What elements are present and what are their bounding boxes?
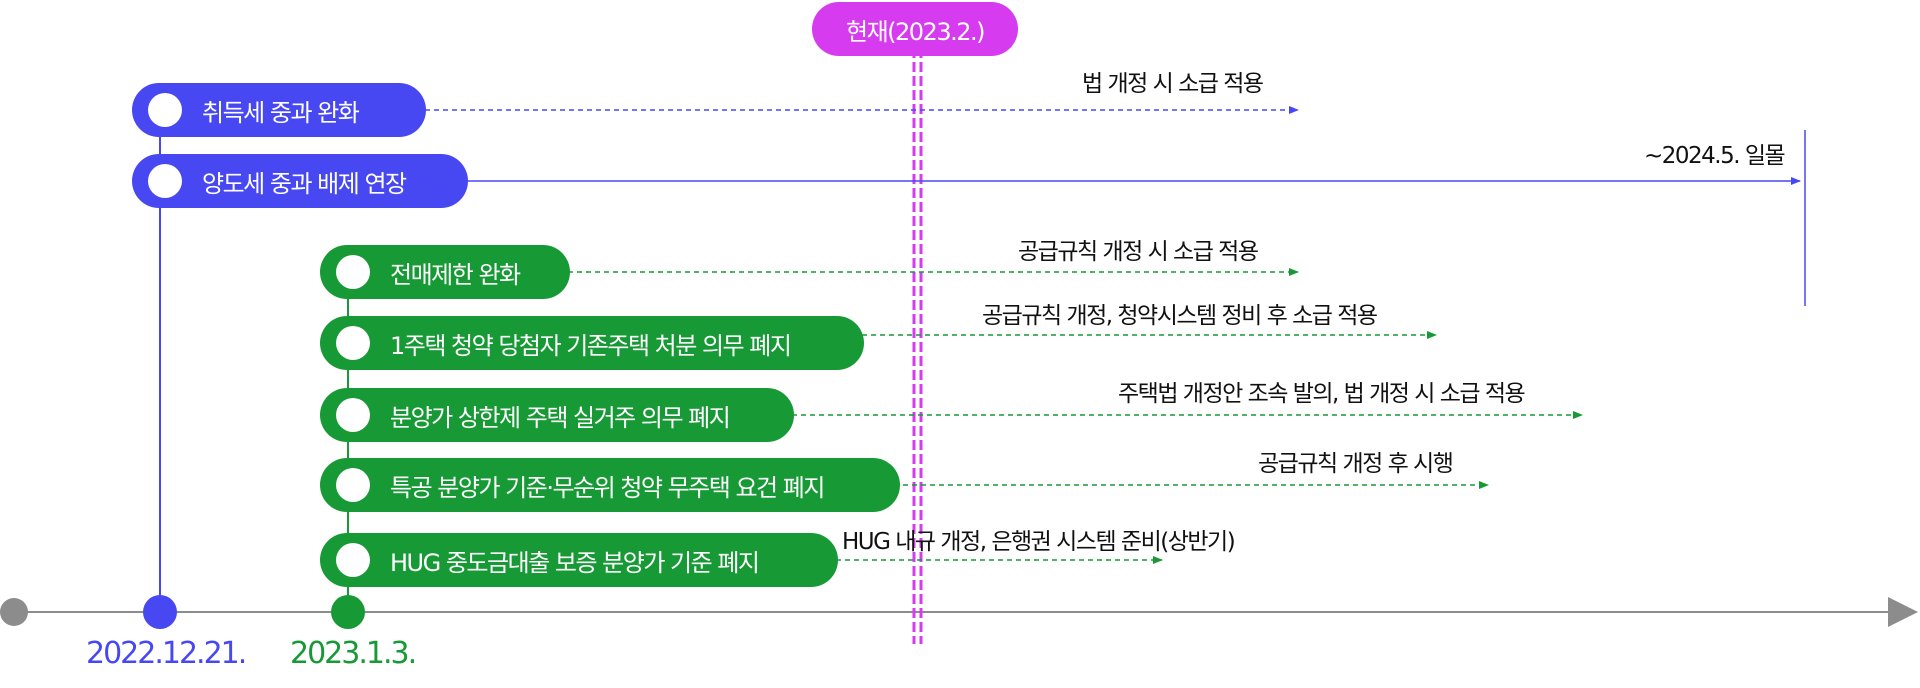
date-label-blue: 2022.12.21. (86, 636, 247, 671)
note-item-2: ~2024.5. 일몰 (1644, 143, 1786, 169)
bullet-dot (336, 468, 370, 502)
bullet-dot (336, 543, 370, 577)
policy-item-label: 1주택 청약 당첨자 기존주택 처분 의무 폐지 (390, 331, 792, 360)
note-item-1: 법 개정 시 소급 적용 (1082, 71, 1264, 97)
date-label-green: 2023.1.3. (290, 636, 417, 671)
policy-item-label: 전매제한 완화 (390, 260, 521, 289)
policy-item-label: 특공 분양가 기준·무순위 청약 무주택 요건 폐지 (390, 473, 825, 502)
policy-item-label: 양도세 중과 배제 연장 (202, 169, 407, 198)
bullet-dot (148, 93, 182, 127)
note-item-7: HUG 내규 개정, 은행권 시스템 준비(상반기) (842, 529, 1236, 555)
now-badge: 현재(2023.2.) (812, 2, 1018, 56)
note-item-5: 주택법 개정안 조속 발의, 법 개정 시 소급 적용 (1118, 381, 1526, 407)
axis-start-dot (0, 598, 28, 626)
bullet-dot (336, 326, 370, 360)
note-item-4: 공급규칙 개정, 청약시스템 정비 후 소급 적용 (982, 303, 1378, 329)
bullet-dot (336, 255, 370, 289)
policy-item-resale-restriction: 전매제한 완화 (320, 245, 570, 299)
policy-item-label: 분양가 상한제 주택 실거주 의무 폐지 (390, 403, 731, 432)
green-date-dot (331, 595, 365, 629)
policy-item-disposal-obligation: 1주택 청약 당첨자 기존주택 처분 의무 폐지 (320, 316, 864, 370)
policy-item-special-supply: 특공 분양가 기준·무순위 청약 무주택 요건 폐지 (320, 458, 900, 512)
policy-item-label: HUG 중도금대출 보증 분양가 기준 폐지 (390, 548, 760, 577)
note-item-6: 공급규칙 개정 후 시행 (1258, 451, 1454, 477)
policy-item-residency-obligation: 분양가 상한제 주택 실거주 의무 폐지 (320, 388, 794, 442)
time-axis-arrowhead (1888, 597, 1918, 627)
bullet-dot (148, 164, 182, 198)
bullet-dot (336, 398, 370, 432)
policy-item-acquisition-tax: 취득세 중과 완화 (132, 83, 426, 137)
policy-item-hug-guarantee: HUG 중도금대출 보증 분양가 기준 폐지 (320, 533, 838, 587)
policy-item-label: 취득세 중과 완화 (202, 98, 360, 127)
blue-date-dot (143, 595, 177, 629)
policy-item-transfer-tax: 양도세 중과 배제 연장 (132, 154, 468, 208)
note-item-3: 공급규칙 개정 시 소급 적용 (1018, 239, 1259, 265)
